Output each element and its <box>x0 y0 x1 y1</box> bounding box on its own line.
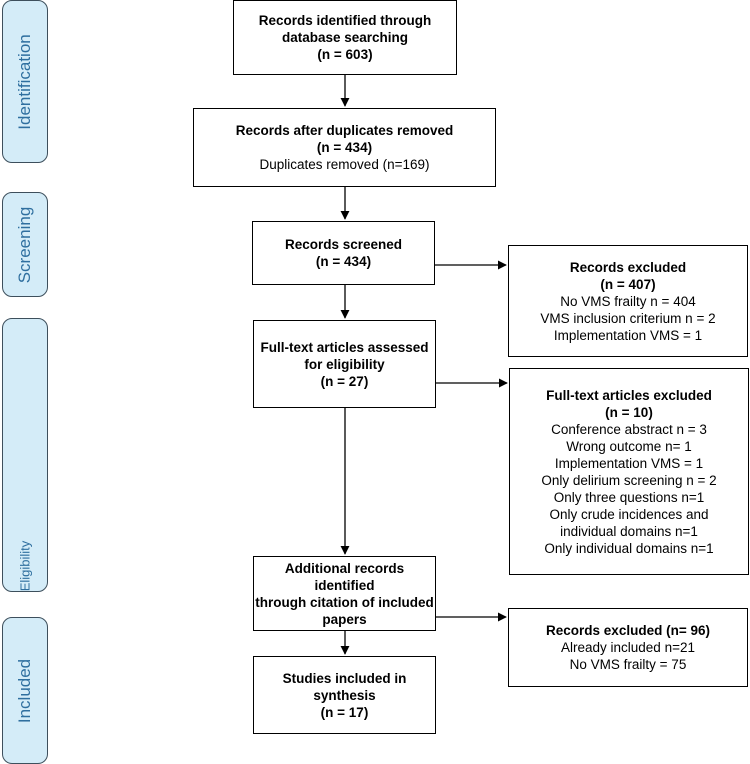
box-studies-included-line2: synthesis <box>313 687 376 703</box>
box-fulltext-assessed-line1: Full-text articles assessed <box>260 339 429 355</box>
box-fulltext-excluded-line1: Full-text articles excluded <box>546 387 712 403</box>
box-records-excluded-2-line3: No VMS frailty = 75 <box>569 657 687 672</box>
box-records-identified: Records identified through database sear… <box>233 0 457 75</box>
box-records-identified-line2: database searching <box>281 30 409 45</box>
box-additional-records-line1: Additional records identified <box>284 560 405 593</box>
box-fulltext-excluded-line2: (n = 10) <box>605 404 653 420</box>
box-records-excluded-1: Records excluded (n = 407) No VMS frailt… <box>508 245 748 357</box>
box-additional-records-line2: through citation of included <box>255 594 434 610</box>
box-records-excluded-2: Records excluded (n= 96) Already include… <box>508 608 748 687</box>
box-fulltext-excluded-line7: Only three questions n=1 <box>553 489 705 505</box>
box-records-screened-line2: (n = 434) <box>315 254 372 269</box>
box-fulltext-excluded-line8: Only crude incidences and <box>549 506 709 522</box>
box-records-screened: Records screened (n = 434) <box>252 221 435 285</box>
box-fulltext-excluded-line6: Only delirium screening n = 2 <box>541 472 717 488</box>
box-duplicates-removed: Records after duplicates removed (n = 43… <box>193 108 496 187</box>
box-studies-included-line3: (n = 17) <box>320 704 369 720</box>
box-records-excluded-1-line3: No VMS frailty n = 404 <box>560 293 696 309</box>
box-records-excluded-1-line5: Implementation VMS = 1 <box>553 327 703 343</box>
box-records-screened-line1: Records screened <box>284 237 403 252</box>
phase-included: Included <box>2 617 48 764</box>
box-fulltext-assessed-line2: for eligibility <box>304 356 385 372</box>
box-fulltext-excluded-line5: Implementation VMS = 1 <box>554 455 704 471</box>
box-fulltext-excluded-line3: Conference abstract n = 3 <box>551 421 707 437</box>
box-fulltext-assessed-line3: (n = 27) <box>320 373 369 389</box>
box-fulltext-excluded-line9: individual domains n=1 <box>560 523 698 539</box>
box-studies-included-line1: Studies included in <box>282 670 407 686</box>
box-additional-records: Additional records identified through ci… <box>253 556 436 631</box>
box-duplicates-removed-line2: (n = 434) <box>316 140 373 155</box>
box-fulltext-excluded: Full-text articles excluded (n = 10) Con… <box>509 368 749 575</box>
box-duplicates-removed-line1: Records after duplicates removed <box>235 123 454 138</box>
box-records-excluded-1-line4: VMS inclusion criterium n = 2 <box>540 310 716 326</box>
phase-identification: Identification <box>2 0 48 163</box>
box-records-excluded-1-line2: (n = 407) <box>600 276 656 292</box>
box-fulltext-excluded-line4: Wrong outcome n= 1 <box>566 438 692 454</box>
box-records-excluded-2-line2: Already included n=21 <box>561 640 695 655</box>
box-fulltext-assessed: Full-text articles assessed for eligibil… <box>253 320 436 408</box>
phase-eligibility: Eligibility <box>2 318 48 592</box>
box-additional-records-line3: papers <box>322 611 367 627</box>
box-records-excluded-2-line1: Records excluded (n= 96) <box>546 623 710 638</box>
box-records-identified-line3: (n = 603) <box>317 47 373 62</box>
box-records-identified-line1: Records identified through <box>258 13 432 28</box>
box-studies-included: Studies included in synthesis (n = 17) <box>253 656 436 734</box>
phase-screening: Screening <box>2 192 48 297</box>
box-duplicates-removed-line3: Duplicates removed (n=169) <box>259 157 430 172</box>
box-records-excluded-1-line1: Records excluded <box>569 259 687 275</box>
box-fulltext-excluded-line10: Only individual domains n=1 <box>544 540 714 556</box>
